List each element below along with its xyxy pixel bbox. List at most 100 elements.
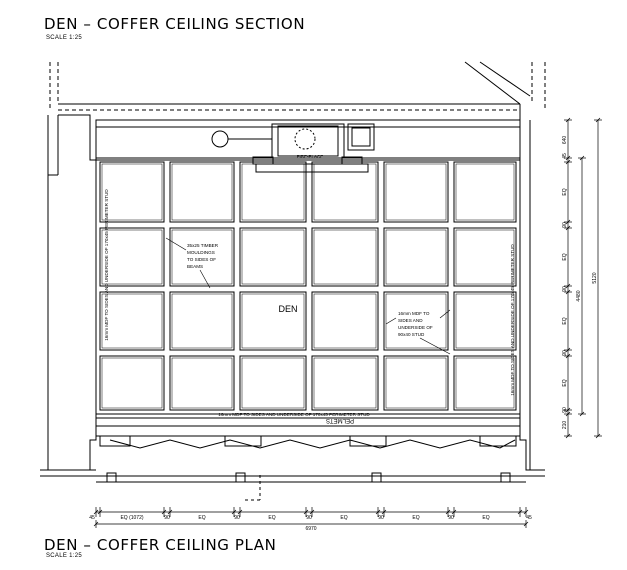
coffer-panel-moulding: [385, 293, 447, 349]
coffer-panel-moulding: [313, 163, 377, 221]
mdf-note-line-3: UNDERSIDE OF: [398, 325, 433, 330]
coffer-panel: [99, 161, 165, 223]
dim-bottom-label: 90: [306, 515, 312, 521]
coffer-panel: [169, 291, 235, 351]
dim-right-label: 90: [562, 350, 568, 356]
coffer-panel-moulding: [241, 163, 305, 221]
coffer-panel-moulding: [385, 357, 447, 409]
ceiling-outline: [95, 157, 521, 415]
mdf-stud-note: 16mm MDF TO SIDES AND UNDERSIDE OF 90x40…: [398, 311, 433, 337]
drawing-labels: DEN FIRE-PLACE PELMETS 16mm MDF TO SIDES…: [89, 136, 598, 532]
dim-bottom-label: EQ (1072): [120, 515, 143, 521]
coffer-panel: [383, 291, 449, 351]
coffer-panel: [239, 227, 307, 287]
dim-right-label: 640: [562, 136, 568, 145]
dim-right-label: 45: [562, 153, 568, 159]
right-note: 16mm MDF TO SIDES AND UNDERSIDE OF 170x4…: [510, 244, 515, 396]
coffer-panel: [239, 291, 307, 351]
coffer-panel: [453, 355, 517, 411]
coffer-panel: [311, 161, 379, 223]
section-title: DEN – COFFER CEILING SECTION: [44, 15, 306, 33]
dimension-lines: [93, 117, 602, 528]
coffer-panel: [99, 227, 165, 287]
dim-bottom-label: 90: [448, 515, 454, 521]
coffer-panel: [311, 291, 379, 351]
mdf-note-line-4: 90x40 STUD: [398, 332, 425, 337]
dim-right-label: EQ: [562, 188, 568, 195]
plan-title: DEN – COFFER CEILING PLAN: [44, 536, 277, 554]
dim-right-label: 90: [562, 222, 568, 228]
left-note: 16mm MDF TO SIDES AND UNDERSIDE OF 170x4…: [104, 189, 109, 341]
mouldings-note-line-4: BEAMS: [187, 264, 203, 269]
coffer-panel: [239, 161, 307, 223]
coffer-panel: [99, 291, 165, 351]
coffer-panel: [311, 227, 379, 287]
dim-right-middle: 4480: [576, 290, 582, 301]
coffer-panel-moulding: [385, 229, 447, 285]
coffer-panel-moulding: [101, 163, 163, 221]
coffer-panel: [453, 291, 517, 351]
dim-right-total: 5120: [592, 272, 598, 283]
room-label: DEN: [278, 304, 297, 314]
dim-bottom-label: EQ: [268, 515, 275, 521]
coffer-panel-moulding: [455, 229, 515, 285]
coffer-panel: [383, 161, 449, 223]
dim-bottom-label: 90: [234, 515, 240, 521]
pelmets-label: PELMETS: [326, 417, 354, 423]
coffer-panel: [383, 227, 449, 287]
coffer-panel: [169, 227, 235, 287]
coffer-panel-moulding: [455, 293, 515, 349]
coffer-panel: [453, 161, 517, 223]
dim-right-label: EQ: [562, 379, 568, 386]
coffer-panel-moulding: [455, 357, 515, 409]
pelmet-area: [95, 417, 521, 501]
coffer-panel: [169, 355, 235, 411]
dim-right-label: 90: [562, 286, 568, 292]
fireplace-label: FIRE-PLACE: [297, 154, 324, 159]
bottom-note: 16mm MDF TO SIDES AND UNDERSIDE OF 170x4…: [218, 412, 370, 417]
coffer-panel-moulding: [313, 293, 377, 349]
dim-bottom-label: EQ: [340, 515, 347, 521]
dim-bottom-label: 90: [378, 515, 384, 521]
dim-right-label: EQ: [562, 317, 568, 324]
coffer-panel-moulding: [241, 229, 305, 285]
plan-scale: SCALE 1:25: [46, 553, 83, 559]
coffer-panel: [311, 355, 379, 411]
coffer-panel: [453, 227, 517, 287]
mdf-note-line-2: SIDES AND: [398, 318, 423, 323]
coffer-panel: [99, 355, 165, 411]
walls: [40, 61, 546, 483]
dim-bottom-total: 6970: [305, 526, 316, 532]
coffer-panel-moulding: [313, 357, 377, 409]
coffer-panel: [239, 355, 307, 411]
note-leaders: [165, 237, 451, 355]
dim-bottom-label: EQ: [412, 515, 419, 521]
dim-bottom-label: 90: [164, 515, 170, 521]
dim-bottom-label: 45: [526, 515, 532, 521]
coffer-panel-moulding: [101, 293, 163, 349]
coffer-panel-moulding: [171, 293, 233, 349]
mouldings-note-line-3: TO SIDES OF: [187, 257, 216, 262]
dim-bottom-label: 45: [89, 515, 95, 521]
coffer-panel-moulding: [171, 357, 233, 409]
coffer-panel-moulding: [171, 163, 233, 221]
coffer-panel-moulding: [241, 293, 305, 349]
coffer-panel-moulding: [385, 163, 447, 221]
coffer-panel: [169, 161, 235, 223]
section-scale: SCALE 1:25: [46, 35, 83, 41]
mouldings-note: 35x25 TIMBER MOULDINGS TO SIDES OF BEAMS: [187, 243, 219, 269]
mouldings-note-line-1: 35x25 TIMBER: [187, 243, 219, 248]
coffer-panel-moulding: [171, 229, 233, 285]
coffer-panel-moulding: [455, 163, 515, 221]
coffer-panel: [383, 355, 449, 411]
coffer-panel-moulding: [241, 357, 305, 409]
mouldings-note-line-2: MOULDINGS: [187, 250, 215, 255]
mdf-note-line-1: 16mm MDF TO: [398, 311, 430, 316]
dim-bottom-label: EQ: [482, 515, 489, 521]
dim-right-label: 210: [562, 421, 568, 430]
dim-right-label: EQ: [562, 253, 568, 260]
coffer-panel-moulding: [101, 229, 163, 285]
coffer-grid: [95, 157, 521, 415]
coffer-panel-moulding: [313, 229, 377, 285]
